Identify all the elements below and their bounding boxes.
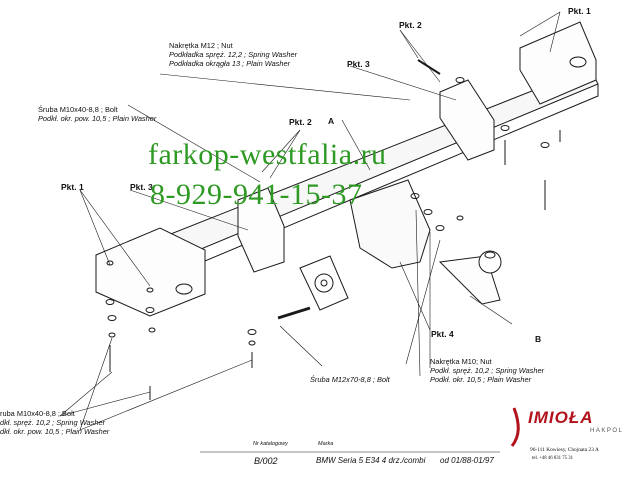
- label-spring-washer-10: Podkł. spręż. 10,2 ; Spring Washer: [430, 366, 545, 375]
- right-bracket-hole: [569, 56, 587, 68]
- left-end-bracket: [95, 227, 206, 317]
- tow-ball: [478, 250, 502, 274]
- production-period: od 01/88-01/97: [440, 456, 494, 465]
- point-2-middle: Pkt. 2: [289, 117, 312, 127]
- company-address: 96-111 Kowiesy, Chojnata 23 A: [530, 447, 599, 453]
- right-end-bracket: [519, 21, 597, 105]
- label-plain-washer-10-right: Podkł. okr. 10,5 ; Plain Washer: [430, 375, 532, 384]
- long-bolt-m12: [277, 306, 311, 320]
- company-logo-sub: HAKPOL: [590, 428, 624, 434]
- left-bottom-fasteners: [105, 299, 257, 400]
- label-plain-washer-10-bottom: dkł. okr. pow. 10,5 ; Plain Washer: [0, 427, 110, 436]
- point-1-top-right: Pkt. 1: [568, 6, 591, 16]
- left-bracket-hole: [175, 283, 193, 295]
- watermark-site: farkop-westfalia.ru: [148, 138, 387, 171]
- label-bolt-m12: Śruba M12x70-8,8 ; Bolt: [310, 375, 390, 384]
- label-bolt-m10-top: Śruba M10x40-8,8 ; Bolt: [38, 105, 118, 114]
- point-2-top: Pkt. 2: [399, 20, 422, 30]
- company-tel: tel. +48 46 831 75 31: [532, 456, 574, 461]
- label-plain-washer-13: Podkładka okrągła 13 ; Plain Washer: [169, 59, 291, 68]
- catalog-number: B/002: [254, 456, 278, 466]
- point-3-top: Pkt. 3: [347, 59, 370, 69]
- label-nut-m12: Nakrętka M12 ; Nut: [169, 41, 233, 50]
- central-drop-bracket: [349, 179, 431, 269]
- left-mount-bracket: [237, 187, 285, 273]
- label-nut-m10: Nakrętka M10; Nut: [430, 357, 492, 366]
- leader-lines: [59, 11, 561, 431]
- point-3-left: Pkt. 3: [130, 182, 153, 192]
- marker-a: A: [328, 116, 335, 126]
- socket-plate: [299, 255, 349, 311]
- label-plain-washer-10-top: Podkł. okr. pow. 10,5 ; Plain Washer: [38, 114, 157, 123]
- catalog-number-label: Nr katalogowy: [253, 441, 288, 447]
- vehicle-model: BMW Seria 5 E34 4 drz./combi: [316, 456, 426, 465]
- watermark-phone: 8-929-941-15-37: [150, 178, 363, 211]
- brand-label: Marka: [318, 441, 334, 447]
- point-4: Pkt. 4: [431, 329, 454, 339]
- upper-mount-bracket: [439, 79, 495, 161]
- right-bolt-column: [410, 59, 561, 231]
- label-spring-washer-10-bottom: dkł. spręż. 10,2 ; Spring Washer: [0, 418, 106, 427]
- logo-swoosh: [510, 407, 520, 447]
- label-bolt-m10-bottom: ruba M10x40-8,8 ; Bolt: [0, 409, 75, 418]
- point-1-left: Pkt. 1: [61, 182, 84, 192]
- company-logo: IMIOŁA: [528, 408, 594, 427]
- marker-b: B: [535, 334, 542, 344]
- label-spring-washer-12: Podkładka spręż. 12,2 ; Spring Washer: [169, 50, 298, 59]
